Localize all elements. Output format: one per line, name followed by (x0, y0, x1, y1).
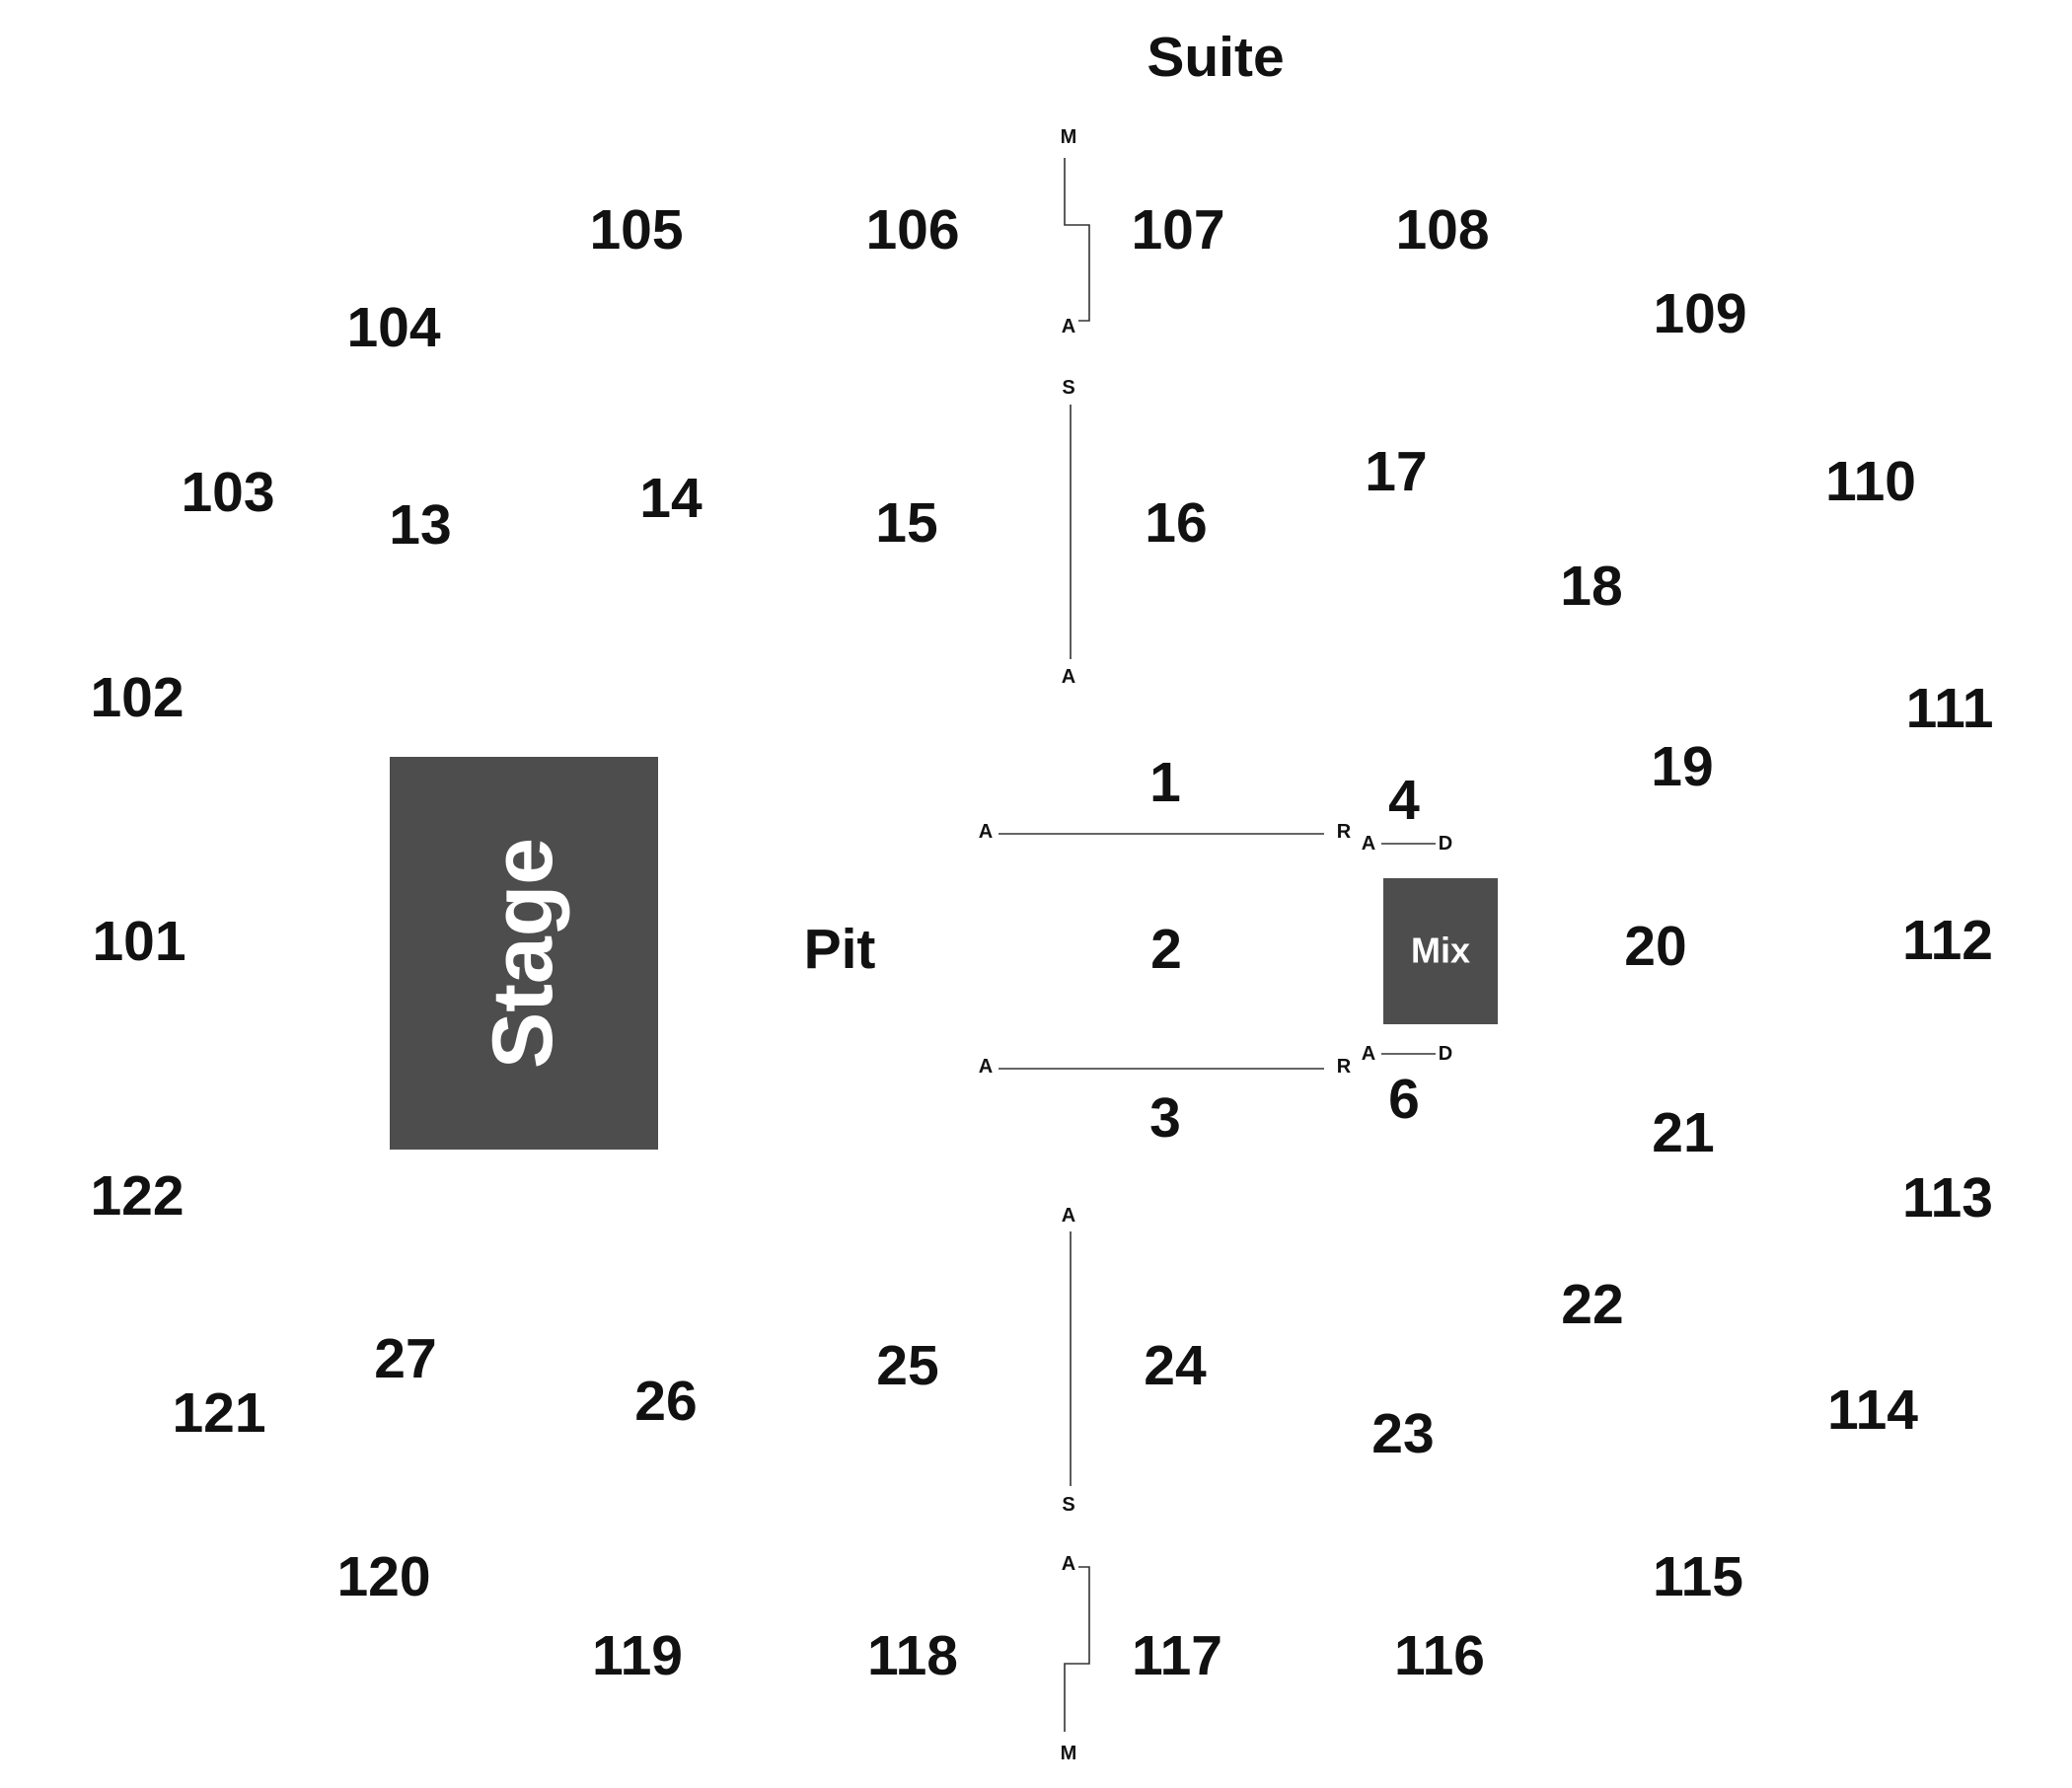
section-113[interactable]: 113 (1902, 1166, 1993, 1229)
section-21[interactable]: 21 (1652, 1101, 1714, 1164)
section-27[interactable]: 27 (374, 1327, 436, 1390)
section-108[interactable]: 108 (1395, 198, 1489, 261)
row-letter: S (1062, 1494, 1074, 1516)
section-20[interactable]: 20 (1624, 915, 1686, 978)
pit-label: Pit (804, 918, 876, 981)
row-letter: M (1061, 126, 1077, 148)
section-25[interactable]: 25 (876, 1334, 938, 1397)
section-13[interactable]: 13 (389, 493, 451, 557)
section-105[interactable]: 105 (589, 198, 683, 261)
row-letter: R (1337, 1056, 1352, 1078)
mix-label: Mix (1411, 931, 1470, 971)
row-letter: M (1061, 1743, 1077, 1764)
section-114[interactable]: 114 (1827, 1378, 1918, 1442)
section-2[interactable]: 2 (1150, 918, 1182, 981)
section-15[interactable]: 15 (875, 491, 937, 555)
section-16[interactable]: 16 (1145, 491, 1207, 555)
section-117[interactable]: 117 (1132, 1624, 1222, 1687)
row-letter: A (1362, 833, 1375, 855)
row-letter: A (979, 1056, 993, 1078)
row-letter: S (1062, 377, 1074, 399)
row-letter: R (1337, 821, 1352, 843)
row-letter: A (1062, 1205, 1075, 1227)
row-letter: A (1062, 666, 1075, 688)
section-3[interactable]: 3 (1149, 1086, 1181, 1150)
section-120[interactable]: 120 (336, 1545, 430, 1608)
section-112[interactable]: 112 (1902, 909, 1993, 972)
top-aisle-divider (1064, 158, 1090, 322)
section-111[interactable]: 111 (1906, 677, 1994, 740)
stage-label: Stage (476, 838, 570, 1069)
suite-label: Suite (1147, 26, 1284, 89)
section-110[interactable]: 110 (1825, 450, 1916, 513)
section-102[interactable]: 102 (90, 666, 184, 729)
section-14[interactable]: 14 (639, 467, 703, 530)
row-letter: A (1362, 1043, 1375, 1065)
section-18[interactable]: 18 (1560, 555, 1622, 618)
section-121[interactable]: 121 (172, 1381, 265, 1445)
section-22[interactable]: 22 (1561, 1273, 1623, 1336)
section-24[interactable]: 24 (1144, 1334, 1207, 1397)
section-1[interactable]: 1 (1149, 751, 1181, 814)
row-letter: A (1062, 1553, 1075, 1575)
section-109[interactable]: 109 (1653, 282, 1746, 345)
section-118[interactable]: 118 (867, 1624, 958, 1687)
row-letter: A (1062, 316, 1075, 337)
section-26[interactable]: 26 (634, 1370, 697, 1433)
row-letter: D (1439, 1043, 1452, 1065)
section-122[interactable]: 122 (90, 1164, 184, 1228)
section-103[interactable]: 103 (181, 461, 274, 524)
row-letter: D (1439, 833, 1452, 855)
section-119[interactable]: 119 (592, 1624, 683, 1687)
section-17[interactable]: 17 (1365, 440, 1427, 503)
section-4[interactable]: 4 (1388, 769, 1420, 832)
mix-block (1383, 878, 1498, 1024)
section-116[interactable]: 116 (1394, 1624, 1485, 1687)
section-115[interactable]: 115 (1653, 1545, 1743, 1608)
bottom-aisle-divider (1064, 1566, 1090, 1732)
section-6[interactable]: 6 (1388, 1068, 1420, 1131)
section-106[interactable]: 106 (865, 198, 959, 261)
row-letter: A (979, 821, 993, 843)
section-19[interactable]: 19 (1651, 735, 1713, 798)
section-107[interactable]: 107 (1131, 198, 1224, 261)
section-104[interactable]: 104 (346, 296, 440, 359)
stage-block (390, 757, 658, 1150)
section-101[interactable]: 101 (92, 910, 185, 973)
section-23[interactable]: 23 (1371, 1402, 1434, 1465)
